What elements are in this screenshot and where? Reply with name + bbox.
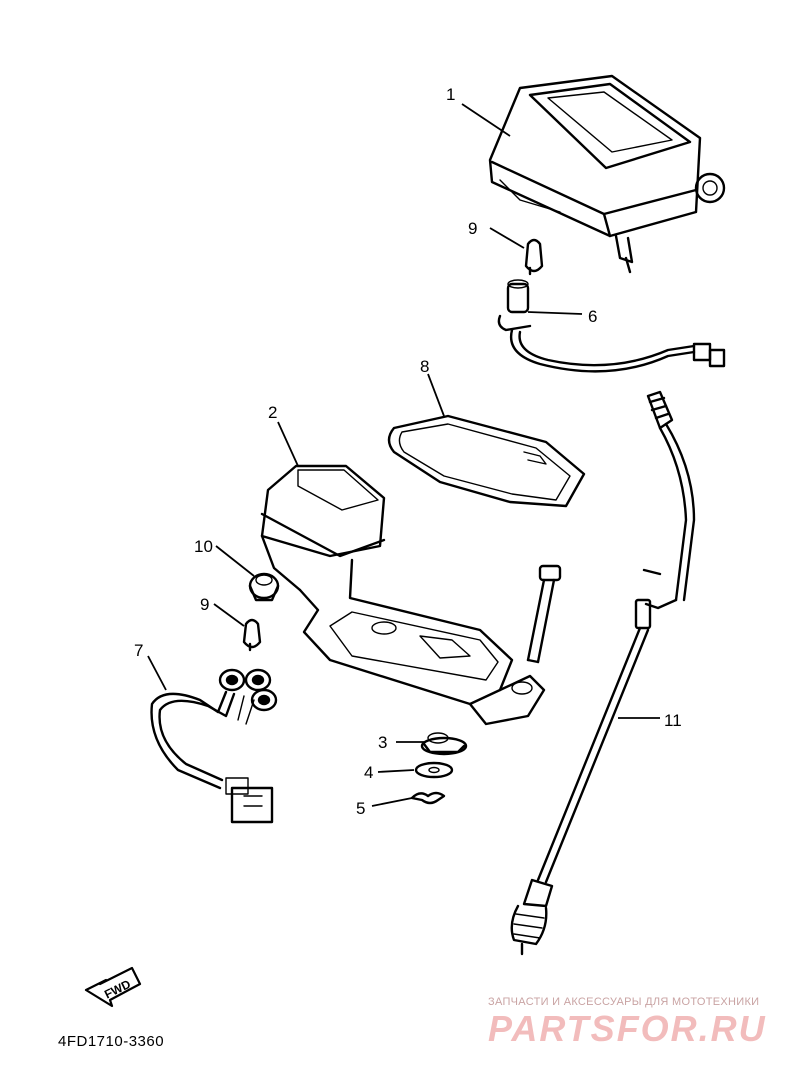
damper (420, 732, 468, 756)
bulb-lower (242, 618, 262, 652)
diagram-code: 4FD1710-3360 (58, 1033, 164, 1050)
wire-harness (150, 668, 278, 824)
forward-direction-arrow-icon: FWD (84, 966, 142, 1008)
leader-9-lower (213, 603, 245, 627)
callout-9-lower: 9 (200, 595, 209, 614)
leader-2 (277, 421, 299, 467)
watermark-tagline: ЗАПЧАСТИ И АКСЕССУАРЫ ДЛЯ МОТОТЕХНИКИ (488, 996, 760, 1008)
leader-4 (377, 769, 415, 773)
callout-6: 6 (588, 307, 597, 326)
callout-2: 2 (268, 403, 277, 422)
callout-1: 1 (446, 85, 455, 104)
callout-4: 4 (364, 763, 373, 782)
leader-5 (371, 797, 413, 807)
callout-10: 10 (194, 537, 213, 556)
leader-1 (461, 103, 511, 137)
meter-bracket-assembly (260, 464, 546, 726)
leader-6 (527, 311, 583, 315)
callout-8: 8 (420, 357, 429, 376)
watermark-brand: PARTSFOR.RU (488, 1008, 767, 1049)
speedometer-cable (510, 390, 696, 956)
callout-11: 11 (664, 711, 682, 730)
speedometer-assembly (488, 74, 726, 274)
callout-9-upper: 9 (468, 219, 477, 238)
callout-7: 7 (134, 641, 143, 660)
leader-8 (427, 373, 445, 417)
leader-9-upper (489, 227, 525, 249)
bulb-upper (524, 238, 544, 276)
callout-5: 5 (356, 799, 365, 818)
socket-cord (497, 279, 726, 373)
callout-3: 3 (378, 733, 387, 752)
washer (414, 761, 454, 779)
bolt (526, 564, 562, 664)
grommet (248, 572, 280, 602)
gasket-ring (387, 414, 586, 508)
clip (410, 791, 446, 805)
leader-7 (147, 655, 167, 691)
leader-10 (215, 545, 255, 577)
